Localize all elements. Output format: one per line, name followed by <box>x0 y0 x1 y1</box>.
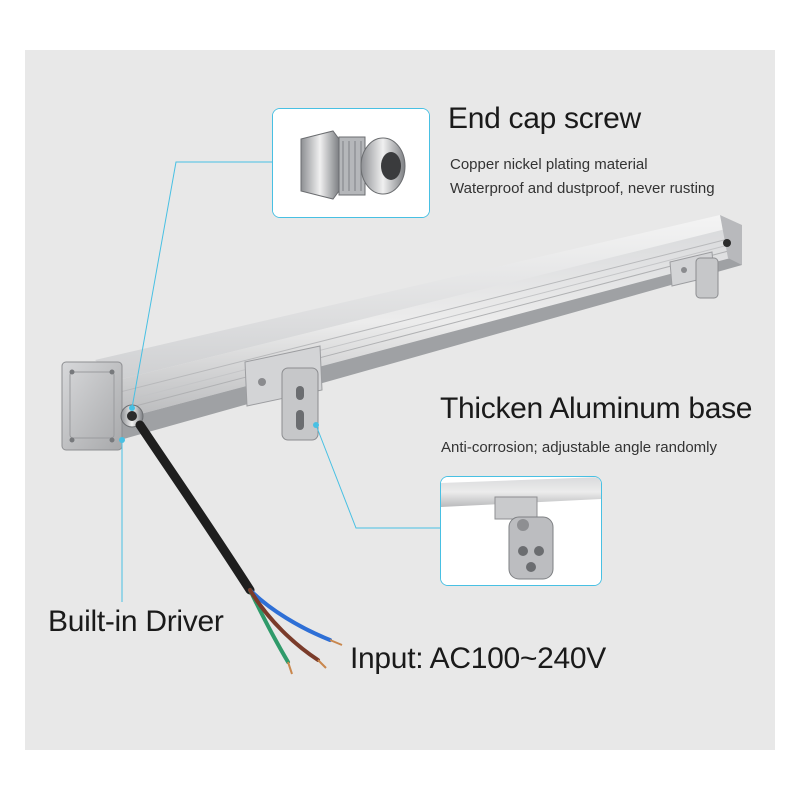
end-cap-title: End cap screw <box>448 102 641 135</box>
aluminum-base-callout <box>440 476 602 586</box>
mounting-bracket-front <box>244 345 323 441</box>
driver-title: Built-in Driver <box>48 605 224 638</box>
end-cap-callout <box>272 108 430 218</box>
input-spec: Input: AC100~240V <box>350 642 606 675</box>
end-cap <box>61 361 123 451</box>
end-cap-screw-image <box>273 109 429 217</box>
leader-dots <box>119 405 319 443</box>
base-line1: Anti-corrosion; adjustable angle randoml… <box>441 439 717 456</box>
end-cap-line1: Copper nickel plating material <box>450 156 648 173</box>
end-cap-line2: Waterproof and dustproof, never rusting <box>450 180 715 197</box>
leader-lines <box>121 161 440 602</box>
mounting-bracket-rear <box>669 251 719 299</box>
power-cable <box>135 420 343 675</box>
base-title: Thicken Aluminum base <box>440 392 753 425</box>
bracket-closeup-image <box>441 477 601 585</box>
